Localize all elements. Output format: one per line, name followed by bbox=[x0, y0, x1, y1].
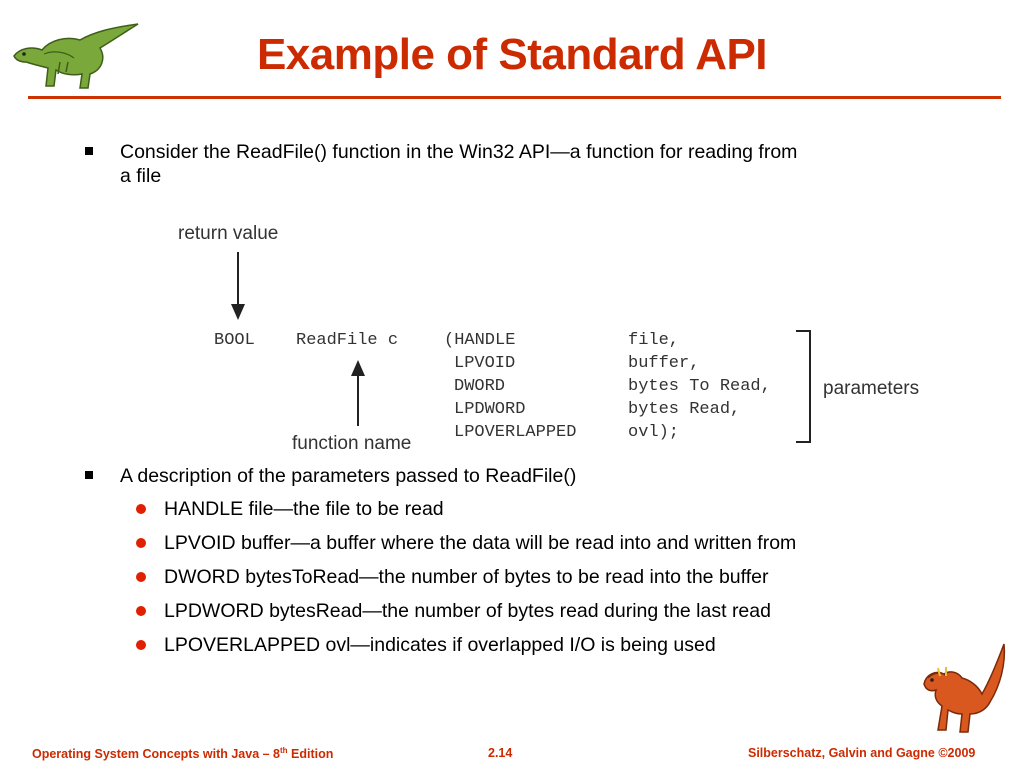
param-name-5: ovl); bbox=[628, 423, 680, 442]
param-name-1: file, bbox=[628, 331, 680, 350]
parameters-bracket-icon bbox=[796, 330, 811, 443]
footer-edition-sup: th bbox=[280, 746, 288, 755]
slide-title: Example of Standard API bbox=[256, 30, 768, 79]
sub-bullet-dot-icon bbox=[136, 538, 146, 548]
param-type-3: DWORD bbox=[454, 377, 506, 396]
return-type: BOOL bbox=[214, 331, 255, 350]
param-type-1: (HANDLE bbox=[444, 331, 516, 350]
footer-book-title: Operating System Concepts with Java – 8 bbox=[32, 747, 280, 762]
sub-bullet-1: HANDLE file—the file to be read bbox=[164, 498, 444, 520]
function-name-label: function name bbox=[292, 433, 412, 454]
bullet-1-line1: Consider the ReadFile() function in the … bbox=[120, 141, 798, 163]
bullet-square-icon bbox=[85, 471, 93, 479]
green-dinosaur-icon bbox=[13, 23, 139, 89]
sub-bullet-3: DWORD bytesToRead—the number of bytes to… bbox=[164, 566, 769, 588]
red-dinosaur-icon bbox=[923, 643, 1006, 733]
param-type-4: LPDWORD bbox=[454, 400, 526, 419]
return-value-arrow-icon bbox=[231, 252, 245, 320]
footer-page-number: 2.14 bbox=[488, 746, 513, 760]
sub-bullet-dot-icon bbox=[136, 640, 146, 650]
bullet-1-line2: a file bbox=[120, 165, 162, 187]
function-name: ReadFile c bbox=[296, 331, 399, 350]
sub-bullet-4: LPDWORD bytesRead—the number of bytes re… bbox=[164, 600, 771, 622]
sub-bullet-dot-icon bbox=[136, 572, 146, 582]
footer-authors: Silberschatz, Galvin and Gagne ©2009 bbox=[748, 746, 976, 760]
sub-bullet-dot-icon bbox=[136, 606, 146, 616]
param-name-3: bytes To Read, bbox=[628, 377, 771, 396]
parameters-label: parameters bbox=[823, 378, 920, 399]
param-name-4: bytes Read, bbox=[628, 400, 741, 419]
bullet-2: A description of the parameters passed t… bbox=[120, 465, 577, 487]
return-value-label: return value bbox=[178, 223, 279, 244]
function-name-arrow-icon bbox=[351, 360, 365, 426]
sub-bullet-2: LPVOID buffer—a buffer where the data wi… bbox=[164, 532, 797, 554]
param-name-2: buffer, bbox=[628, 354, 700, 373]
footer-left: Operating System Concepts with Java – 8t… bbox=[32, 746, 333, 761]
title-divider bbox=[28, 96, 1001, 99]
bullet-square-icon bbox=[85, 147, 93, 155]
sub-bullet-dot-icon bbox=[136, 504, 146, 514]
footer-edition-suffix: Edition bbox=[287, 747, 334, 762]
param-type-5: LPOVERLAPPED bbox=[454, 423, 577, 442]
param-type-2: LPVOID bbox=[454, 354, 516, 373]
sub-bullet-5: LPOVERLAPPED ovl—indicates if overlapped… bbox=[164, 634, 716, 656]
